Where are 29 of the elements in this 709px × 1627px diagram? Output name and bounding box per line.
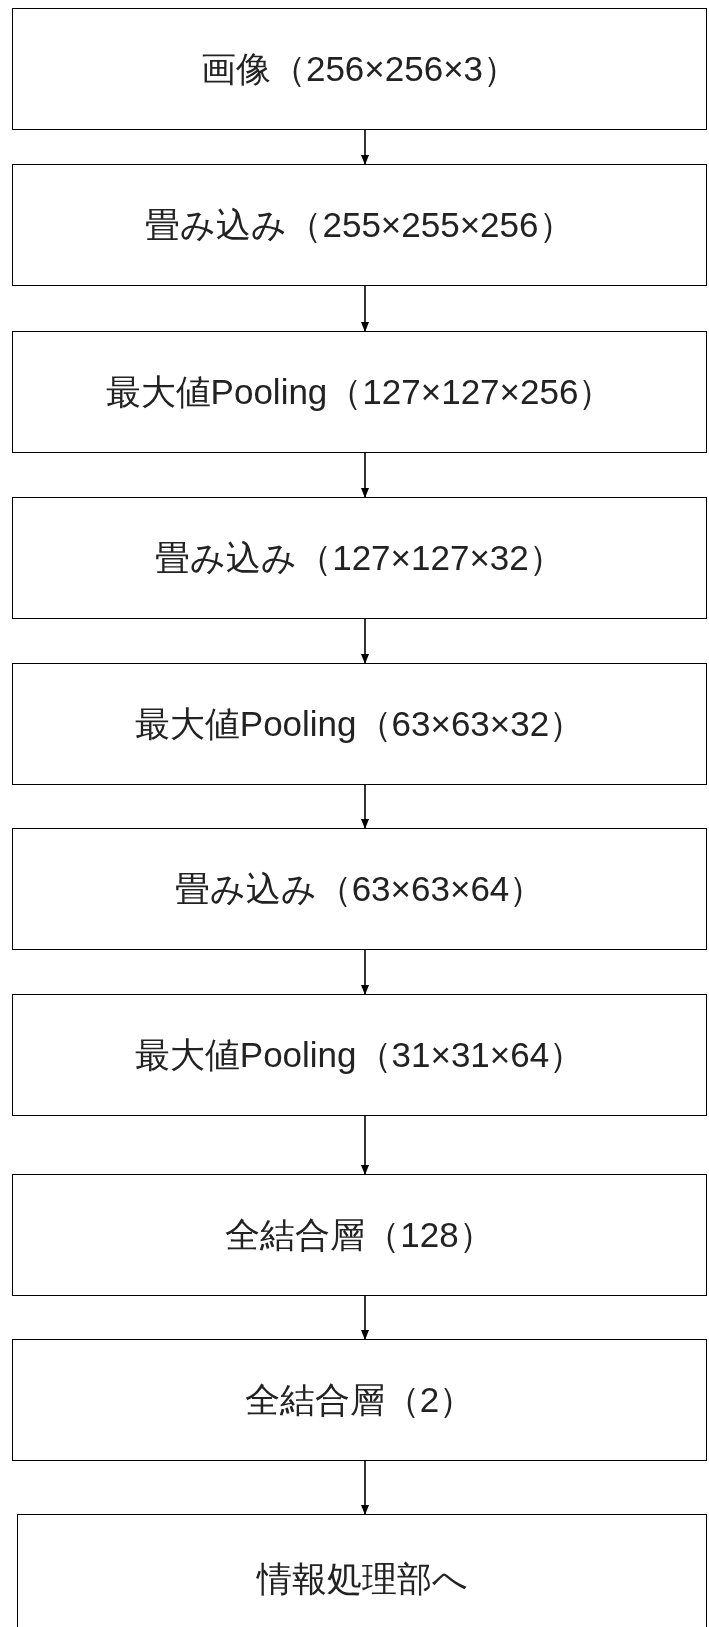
arrow bbox=[361, 129, 369, 165]
box-label: 全結合層（2） bbox=[244, 1378, 475, 1421]
process-box bbox=[12, 8, 707, 130]
box-label: 畳み込み（127×127×32） bbox=[155, 536, 564, 579]
arrow bbox=[361, 618, 369, 664]
arrow bbox=[361, 1115, 369, 1175]
arrow bbox=[361, 285, 369, 332]
process-box bbox=[12, 497, 707, 619]
process-box bbox=[12, 164, 707, 286]
box-label: 最大値Pooling（31×31×64） bbox=[134, 1033, 585, 1076]
process-box bbox=[12, 1174, 707, 1296]
box-label: 情報処理部へ bbox=[256, 1557, 468, 1600]
process-box bbox=[12, 331, 707, 453]
box-label: 最大値Pooling（63×63×32） bbox=[134, 702, 585, 745]
process-box bbox=[12, 1339, 707, 1461]
arrow bbox=[361, 784, 369, 829]
box-label: 最大値Pooling（127×127×256） bbox=[105, 370, 614, 413]
box-label: 畳み込み（255×255×256） bbox=[145, 203, 574, 246]
box-label: 全結合層（128） bbox=[225, 1213, 494, 1256]
process-box bbox=[12, 994, 707, 1116]
arrow bbox=[361, 1295, 369, 1340]
box-label: 画像（256×256×3） bbox=[200, 47, 519, 90]
box-label: 畳み込み（63×63×64） bbox=[174, 867, 545, 910]
arrow bbox=[361, 949, 369, 995]
process-box bbox=[17, 1514, 707, 1627]
arrow bbox=[361, 1460, 369, 1515]
process-box bbox=[12, 828, 707, 950]
process-box bbox=[12, 663, 707, 785]
arrow bbox=[361, 452, 369, 498]
